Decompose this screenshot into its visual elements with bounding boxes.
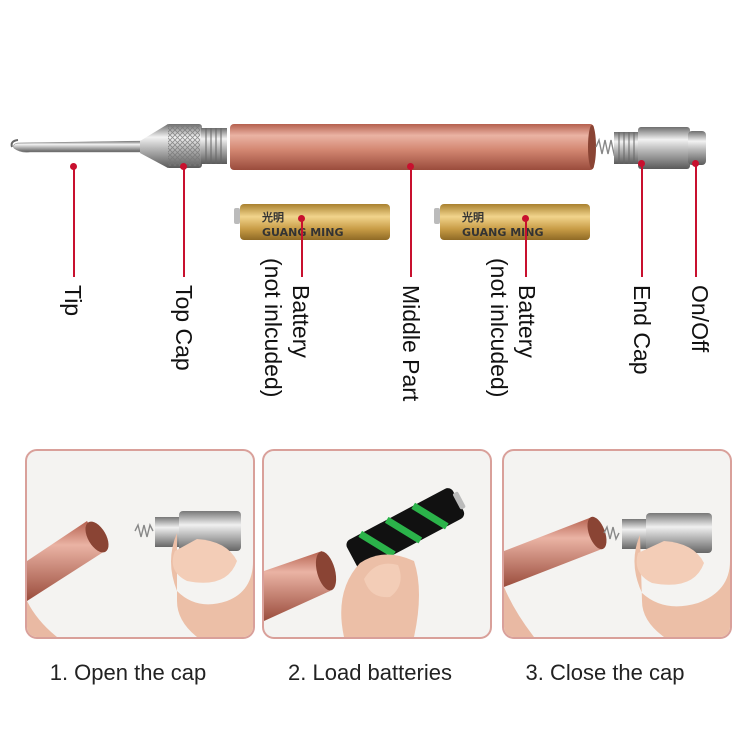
middle-part-tube <box>230 124 596 170</box>
on-off-marker <box>692 160 699 167</box>
battery-1: 光明 GUANG MING <box>234 204 390 240</box>
top-cap-part <box>140 124 227 168</box>
label-middle-part: Middle Part <box>398 285 424 402</box>
label-battery-2: Battery <box>514 285 540 358</box>
tip-leader <box>73 167 75 277</box>
label-top-cap: Top Cap <box>171 285 197 371</box>
spring <box>595 137 618 157</box>
end-cap-leader <box>641 164 643 277</box>
tip-marker <box>70 163 77 170</box>
top-cap-leader <box>183 167 185 277</box>
battery-2-en: GUANG MING <box>462 226 543 239</box>
battery-1-marker <box>298 215 305 222</box>
step-2-photo <box>262 449 492 639</box>
battery-1-leader <box>301 219 303 277</box>
step-2-caption: 2. Load batteries <box>288 660 452 685</box>
top-cap-marker <box>180 163 187 170</box>
step-3-caption: 3. Close the cap <box>525 660 685 685</box>
on-off-leader <box>695 164 697 277</box>
tip-part <box>10 139 151 153</box>
label-tip: Tip <box>60 285 86 317</box>
label-battery-2-note: (not inlcuded) <box>486 258 512 398</box>
label-on-off: On/Off <box>687 285 713 353</box>
label-end-cap: End Cap <box>629 285 655 375</box>
label-battery-1-note: (not inlcuded) <box>260 258 286 398</box>
middle-part-marker <box>407 163 414 170</box>
step-1-caption: 1. Open the cap <box>49 660 207 685</box>
label-battery-1: Battery <box>288 285 314 358</box>
step-1-photo <box>25 449 255 639</box>
battery-2: 光明 GUANG MING <box>434 204 590 240</box>
battery-1-cn: 光明 <box>261 210 284 224</box>
ear-cleaner-exploded-view: 光明 GUANG MING 光明 GUANG MING <box>10 124 706 240</box>
battery-2-cn: 光明 <box>461 210 484 224</box>
battery-2-leader <box>525 219 527 277</box>
battery-2-marker <box>522 215 529 222</box>
middle-part-leader <box>410 167 412 277</box>
step-3-photo <box>502 449 732 639</box>
end-cap-marker <box>638 160 645 167</box>
end-cap-part <box>614 127 706 169</box>
